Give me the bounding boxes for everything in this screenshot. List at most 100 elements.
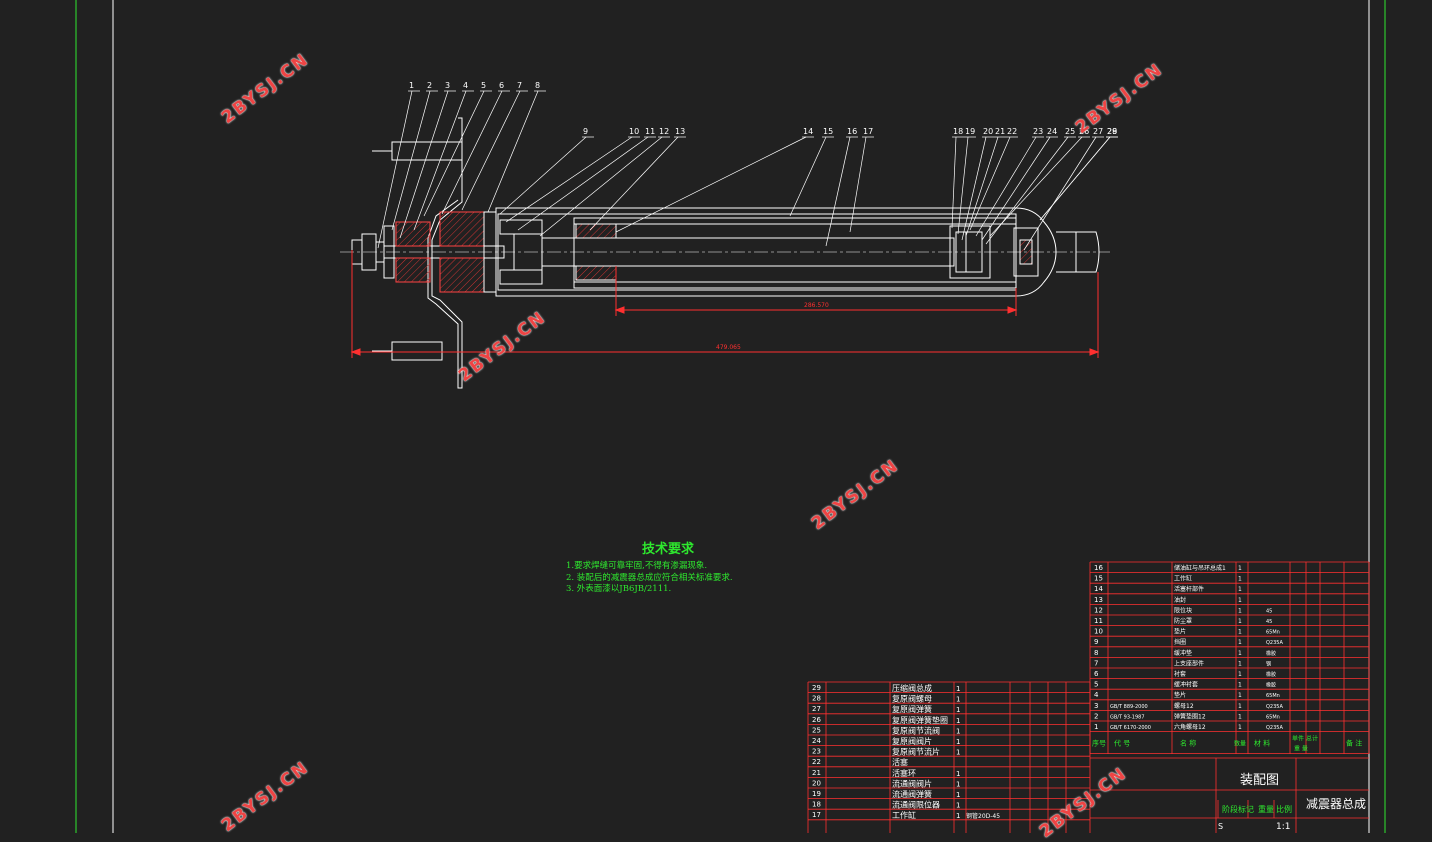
balloon-number: 13 — [675, 127, 685, 136]
bom-item-name: 流通阀弹簧 — [892, 789, 932, 799]
balloon-leaders — [377, 90, 1118, 251]
scale-label: 比例 — [1276, 804, 1292, 814]
bom-header-name: 名 称 — [1180, 739, 1196, 748]
bom-item-name: 缓冲衬套 — [1174, 681, 1198, 689]
bom-header-code: 代 号 — [1114, 739, 1130, 748]
bom-item-name: 活塞杆部件 — [1174, 585, 1204, 593]
balloon-number: 28 — [1107, 127, 1117, 136]
bom-item-name: 复原阀阀片 — [892, 736, 932, 746]
bom-item-name: 衬套 — [1174, 670, 1186, 678]
balloon-leader — [413, 90, 467, 231]
balloon-leader — [989, 136, 1083, 237]
balloon-leader — [1039, 136, 1111, 221]
bom-item-number: 26 — [812, 716, 821, 724]
balloon-number: 12 — [659, 127, 669, 136]
bom-item-number: 22 — [812, 758, 821, 766]
balloon-leader — [985, 136, 1069, 245]
bom-item-number: 14 — [1094, 585, 1103, 593]
part-name: 减震器总成 — [1306, 797, 1366, 811]
bom-item-qty: 1 — [956, 812, 960, 820]
bom-item-material: 65Mn — [1266, 693, 1280, 699]
bom-item-qty: 1 — [1238, 671, 1242, 678]
bom-item-name: 上支座部件 — [1174, 659, 1204, 667]
bom-item-qty: 1 — [956, 696, 960, 704]
bom-item-name: 六角螺母12 — [1174, 723, 1206, 731]
bom-header-seq: 序号 — [1092, 739, 1106, 748]
bom-header-material: 材 料 — [1254, 739, 1270, 748]
bom-item-qty: 1 — [1238, 597, 1242, 604]
bom-item-name: 储油缸与吊环总成1 — [1174, 564, 1226, 572]
bom-item-name: 复原阀弹簧 — [892, 704, 932, 714]
bom-item-qty: 1 — [956, 749, 960, 757]
bom-item-material: 45 — [1266, 619, 1272, 625]
bom-header-weight: 重 量 — [1294, 745, 1308, 753]
tech-requirement-item: 3. 外表面漆以JB6JB/2111. — [566, 584, 672, 594]
balloon-leader — [377, 90, 413, 249]
balloon-number: 16 — [847, 127, 857, 136]
technical-requirements: 技术要求 1.要求焊缝可靠牢固,不得有渗漏现象. 2. 装配后的减震器总成应符合… — [566, 538, 733, 596]
bom-item-number: 19 — [812, 790, 821, 798]
drawing-frame — [75, 0, 1386, 833]
sheet-mark: S — [1218, 822, 1223, 831]
bom-item-name: 复原阀螺母 — [892, 694, 932, 704]
bom-item-name: 复原阀节流片 — [892, 747, 940, 757]
bom-item-number: 5 — [1094, 681, 1098, 689]
bom-item-material: 钢 — [1266, 660, 1271, 667]
bom-item-name: 工作缸 — [1174, 575, 1192, 583]
bom-item-qty: 1 — [1238, 713, 1242, 720]
bom-item-name: 活塞环 — [892, 768, 916, 778]
balloon-number: 21 — [995, 127, 1005, 136]
bom-item-number: 2 — [1094, 712, 1098, 720]
bom-item-code: GB/T 93-1987 — [1110, 714, 1145, 720]
bom-item-name: 挡圈 — [1174, 638, 1186, 646]
balloon-number: 14 — [803, 127, 813, 136]
bom-item-material: Q235A — [1266, 640, 1283, 646]
bom-item-qty: 1 — [1238, 629, 1242, 636]
bom-header-unit-weight: 单件 — [1292, 735, 1304, 743]
bom-item-name: 弹簧垫圈12 — [1174, 712, 1206, 720]
bom-item-number: 1 — [1094, 723, 1098, 731]
balloon-leader — [961, 136, 987, 241]
tech-requirement-item: 1.要求焊缝可靠牢固,不得有渗漏现象. — [566, 561, 708, 571]
balloon-leader — [951, 136, 957, 229]
bom-item-qty: 1 — [1238, 650, 1242, 657]
bom-item-number: 15 — [1094, 575, 1103, 583]
bom-item-name: 活塞 — [892, 757, 908, 767]
balloon-number: 10 — [629, 127, 639, 136]
bom-item-number: 27 — [812, 705, 821, 713]
bom-item-qty: 1 — [1238, 618, 1242, 625]
bom-item-code: GB/T 6170-2000 — [1110, 725, 1151, 731]
bom-item-number: 4 — [1094, 691, 1099, 699]
balloon-number: 20 — [983, 127, 993, 136]
dimension-total-label: 479.065 — [716, 344, 741, 351]
bom-item-number: 23 — [812, 748, 821, 756]
bom-item-number: 12 — [1094, 606, 1103, 614]
bom-item-name: 流通阀阀片 — [892, 778, 932, 788]
bom-item-code: GB/T 889-2000 — [1110, 704, 1148, 710]
tech-requirements-title: 技术要求 — [642, 542, 695, 557]
bom-item-material: 65Mn — [1266, 630, 1280, 636]
stage-label: 阶段标记 — [1222, 804, 1254, 814]
bom-item-qty: 1 — [956, 685, 960, 693]
balloon-leader — [789, 136, 827, 217]
balloon-number: 11 — [645, 127, 655, 136]
balloon-leader — [849, 136, 867, 233]
bom-item-material: Q235A — [1266, 725, 1283, 731]
balloon-leader — [461, 90, 521, 211]
balloon-leader — [965, 136, 999, 237]
bom-item-qty: 1 — [956, 770, 960, 778]
drawing-type: 装配图 — [1240, 773, 1279, 788]
bom-item-material: Q235A — [1266, 704, 1283, 710]
balloon-leader — [487, 90, 539, 213]
balloon-leader — [975, 136, 1037, 237]
balloon-number: 5 — [481, 81, 486, 90]
bom-item-number: 16 — [1094, 564, 1103, 572]
bom-item-qty: 1 — [956, 738, 960, 746]
bom-item-qty: 1 — [1238, 692, 1242, 699]
balloon-leader — [589, 136, 679, 231]
bom-item-name: 限位块 — [1174, 606, 1192, 614]
balloon-leader — [825, 136, 851, 247]
dimension-inner-label: 286.570 — [804, 302, 829, 309]
